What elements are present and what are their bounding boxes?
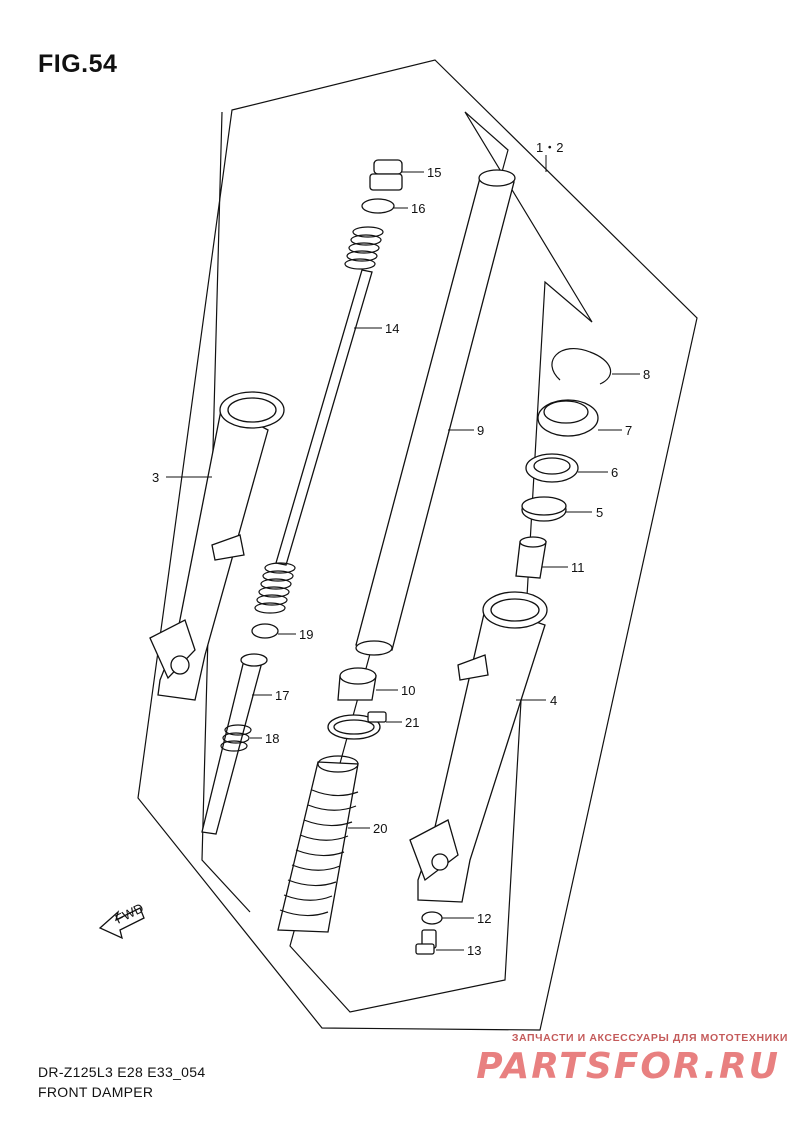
callout-17: 17 (275, 688, 289, 703)
part-washer (525, 453, 579, 483)
callout-19: 19 (299, 627, 313, 642)
model-code: DR-Z125L3 E28 E33_054 (38, 1064, 206, 1080)
callout-18: 18 (265, 731, 279, 746)
part-circlip (551, 347, 612, 385)
callout-11: 11 (571, 560, 585, 575)
part-cap-bolt (369, 159, 403, 191)
callout-12: 12 (477, 911, 491, 926)
callout-13: 13 (467, 943, 481, 958)
fwd-arrow-icon: FWD (98, 900, 146, 940)
part-spring-rod (254, 226, 384, 614)
callout-5: 5 (596, 505, 603, 520)
callout-6: 6 (611, 465, 618, 480)
assembly-boundary-left (201, 111, 251, 913)
part-oil-seal (537, 399, 599, 437)
callout-7: 7 (625, 423, 632, 438)
callout-21: 21 (405, 715, 419, 730)
part-damper-rod (201, 653, 268, 835)
callout-4: 4 (550, 693, 557, 708)
part-clamp (327, 711, 387, 740)
part-o-ring (361, 198, 395, 214)
callout-1-2: 1・2 (536, 140, 563, 155)
callout-10: 10 (401, 683, 415, 698)
watermark-brand: PARTSFOR.RU (476, 1046, 780, 1087)
watermark-tagline: ЗАПЧАСТИ И АКСЕССУАРЫ ДЛЯ МОТОТЕХНИКИ (511, 1032, 788, 1044)
assembly-boundary-outer (137, 59, 698, 1031)
callout-15: 15 (427, 165, 441, 180)
leader-lines (166, 155, 640, 951)
part-gasket (421, 911, 443, 925)
callout-14: 14 (385, 321, 399, 336)
part-rebound-spring (220, 724, 252, 752)
callout-9: 9 (477, 423, 484, 438)
callout-16: 16 (411, 201, 425, 216)
part-piston-ring (251, 623, 279, 639)
callout-8: 8 (643, 367, 650, 382)
part-boot (277, 755, 359, 933)
part-guide-metal (521, 496, 567, 522)
callout-3: 3 (152, 470, 159, 485)
part-bolt (415, 929, 437, 955)
figure-title: FIG.54 (38, 50, 118, 78)
part-oil-lock-piece (515, 536, 547, 579)
callout-20: 20 (373, 821, 387, 836)
figure-caption: FRONT DAMPER (38, 1084, 154, 1100)
part-outer-tube-right (409, 591, 548, 903)
part-outer-tube-left (149, 391, 285, 701)
part-spacer (337, 667, 377, 701)
part-inner-tube (355, 169, 516, 656)
